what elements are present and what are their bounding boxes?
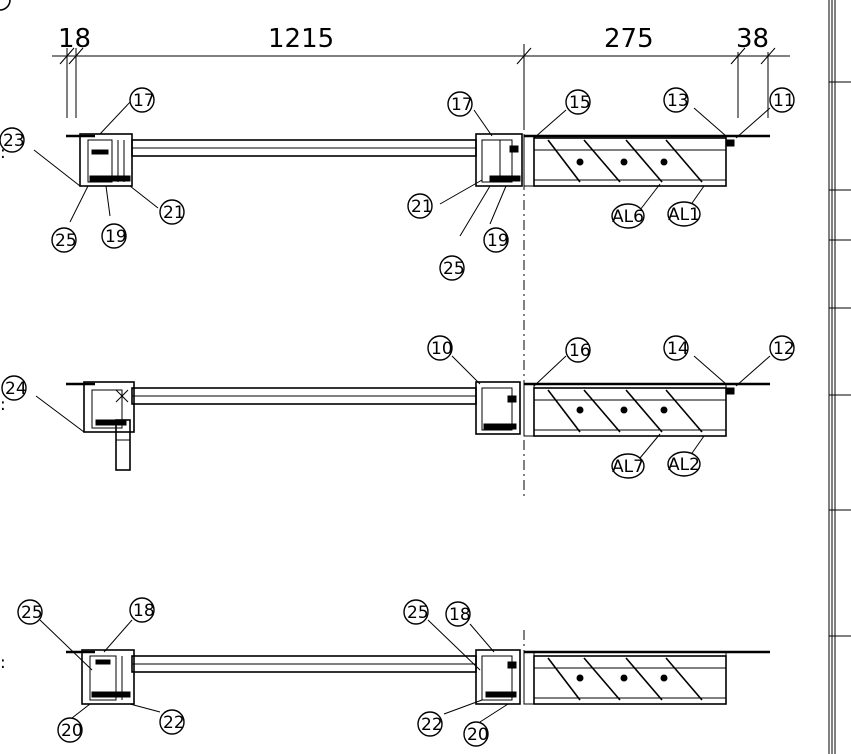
- callout-13: 13: [667, 91, 689, 111]
- dimension-chain: 18 1215 275 38: [52, 24, 790, 130]
- callout-al1: AL1: [668, 205, 700, 225]
- dim-1215: 1215: [268, 24, 334, 54]
- callout-25c: 25: [21, 603, 43, 623]
- callout-21: 21: [163, 203, 185, 223]
- callout-22: 22: [163, 713, 185, 733]
- callout-12: 12: [773, 339, 795, 359]
- dim-275: 275: [604, 24, 654, 54]
- callout-18b: 18: [449, 605, 471, 625]
- callout-al6: AL6: [612, 207, 644, 227]
- edge-mark-3: :: [0, 653, 6, 673]
- callout-22b: 22: [421, 715, 443, 735]
- section-row-2: 24 10 16 14 12 AL7 AL2: [1, 335, 795, 479]
- callout-al2: AL2: [668, 455, 700, 475]
- edge-mark-1: :: [0, 143, 6, 163]
- callout-11: 11: [773, 91, 795, 111]
- dim-38: 38: [736, 24, 769, 54]
- callout-19b: 19: [487, 231, 509, 251]
- callout-17: 17: [133, 91, 155, 111]
- detail-marker-fragment: [0, 0, 11, 11]
- callout-al7: AL7: [612, 457, 644, 477]
- callout-20: 20: [61, 721, 83, 741]
- callout-24: 24: [5, 379, 27, 399]
- section-row-3: 25 18 20 22 25 18 22 20: [17, 597, 770, 747]
- callout-10: 10: [431, 339, 453, 359]
- sheet-border-right: [828, 0, 851, 754]
- callout-20b: 20: [467, 725, 489, 745]
- callout-25d: 25: [407, 603, 429, 623]
- edge-mark-2: :: [0, 395, 6, 415]
- callout-25: 25: [55, 231, 77, 251]
- section-row-1: 17 23 21 25 19 17 21 25 19 15 13 11 AL6 …: [0, 87, 795, 281]
- callout-16: 16: [569, 341, 591, 361]
- callout-19: 19: [105, 227, 127, 247]
- callout-15: 15: [569, 93, 591, 113]
- callout-25b: 25: [443, 259, 465, 279]
- callout-21b: 21: [411, 197, 433, 217]
- callout-23: 23: [3, 131, 25, 151]
- dim-18: 18: [58, 24, 91, 54]
- callout-14: 14: [667, 339, 689, 359]
- callout-18: 18: [133, 601, 155, 621]
- callout-17b: 17: [451, 95, 473, 115]
